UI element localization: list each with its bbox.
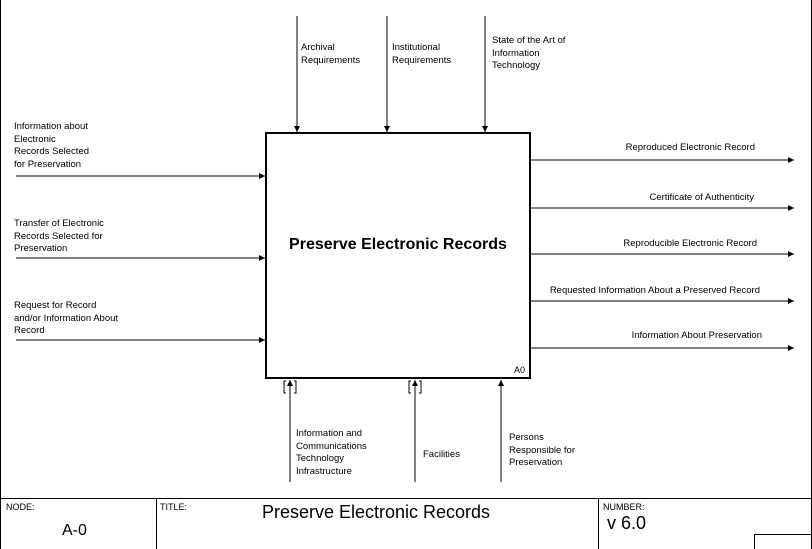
input-label-info-about-records: Information about Electronic Records Sel… bbox=[14, 121, 89, 170]
title-block-corner-box bbox=[754, 534, 812, 549]
input-label-transfer: Transfer of Electronic Records Selected … bbox=[14, 218, 104, 254]
node-value: A-0 bbox=[62, 522, 87, 539]
control-label-state-of-art: State of the Art of Information Technolo… bbox=[492, 35, 566, 71]
node-label: NODE: bbox=[6, 502, 35, 512]
output-label-requested-info: Requested Information About a Preserved … bbox=[549, 285, 760, 296]
control-label-institutional: Institutional Requirements bbox=[392, 42, 452, 66]
output-label-reproducible: Reproducible Electronic Record bbox=[623, 238, 757, 249]
mechanism-label-facilities: Facilities bbox=[423, 449, 460, 460]
diagram-title: Preserve Electronic Records bbox=[261, 502, 491, 522]
activity-node-code: A0 bbox=[514, 365, 526, 375]
activity-box[interactable] bbox=[265, 132, 531, 379]
mechanism-label-persons: Persons Responsible for Preservation bbox=[509, 432, 576, 468]
output-label-reproduced: Reproduced Electronic Record bbox=[625, 142, 755, 153]
number-label: NUMBER: bbox=[603, 502, 645, 512]
version-number: v 6.0 bbox=[607, 513, 647, 533]
output-label-certificate: Certificate of Authenticity bbox=[649, 192, 754, 203]
title-label: TITLE: bbox=[160, 502, 188, 512]
control-label-archival: Archival Requirements bbox=[301, 42, 361, 66]
mechanism-label-ict: Information and Communications Technolog… bbox=[296, 428, 367, 477]
input-label-request: Request for Record and/or Information Ab… bbox=[14, 300, 119, 336]
tunnel-bracket-ict bbox=[283, 380, 297, 394]
tunnel-bracket-facilities bbox=[408, 380, 422, 394]
output-label-info-preservation: Information About Preservation bbox=[631, 330, 762, 341]
activity-title: Preserve Electronic Records bbox=[289, 236, 507, 253]
